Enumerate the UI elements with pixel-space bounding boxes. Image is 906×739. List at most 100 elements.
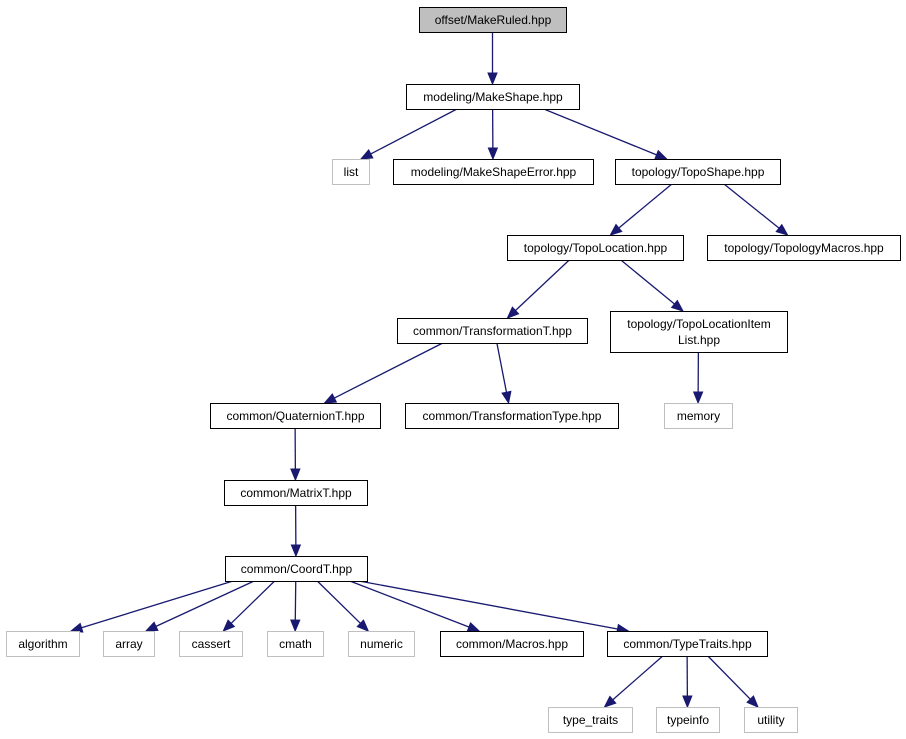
node-label: common/QuaternionT.hpp: [226, 409, 364, 423]
node-label: topology/TopoShape.hpp: [632, 165, 765, 179]
edge-line: [723, 183, 780, 229]
node-matrix-t[interactable]: common/MatrixT.hpp: [224, 480, 368, 506]
node-label: utility: [757, 713, 784, 727]
node-topo-location[interactable]: topology/TopoLocation.hpp: [507, 235, 684, 261]
node-label: topology/TopoLocation.hpp: [524, 241, 668, 255]
node-transformation-type[interactable]: common/TransformationType.hpp: [405, 403, 619, 429]
node-label: algorithm: [18, 637, 67, 651]
node-numeric: numeric: [348, 631, 415, 657]
arrowhead: [290, 544, 302, 558]
node-box: [507, 235, 684, 261]
arrowhead: [746, 695, 759, 708]
arrowhead: [775, 223, 789, 236]
edge-layer: [69, 32, 789, 709]
node-list: list: [332, 159, 370, 185]
node-label: topology/TopologyMacros.hpp: [724, 241, 884, 255]
edge-type-traits-hpp-to-utility: [707, 655, 759, 708]
node-box: [607, 631, 768, 657]
node-box: [267, 631, 324, 657]
node-box: [707, 235, 901, 261]
node-box: [406, 84, 580, 110]
node-topo-shape[interactable]: topology/TopoShape.hpp: [615, 159, 781, 185]
arrowhead: [466, 621, 481, 632]
edge-line: [316, 580, 361, 624]
edge-line: [612, 655, 664, 701]
node-transformation-t[interactable]: common/TransformationT.hpp: [397, 318, 588, 344]
edge-coord-t-to-numeric: [316, 580, 370, 632]
edge-line: [349, 580, 470, 628]
edge-topo-location-to-transformation-t: [506, 259, 570, 319]
arrowhead: [290, 619, 301, 633]
arrowhead: [323, 393, 338, 404]
edge-coord-t-to-type-traits-hpp: [358, 580, 630, 635]
node-label: common/Macros.hpp: [456, 637, 568, 651]
edge-coord-t-to-array: [144, 580, 255, 632]
node-box: [225, 556, 368, 582]
node-box: [548, 707, 633, 733]
node-label: common/MatrixT.hpp: [240, 486, 352, 500]
node-typeinfo: typeinfo: [656, 707, 720, 733]
arrowhead: [501, 390, 512, 405]
node-box: [397, 318, 588, 344]
node-utility: utility: [744, 707, 798, 733]
node-box: [405, 403, 619, 429]
edge-line: [515, 259, 570, 311]
node-quaternion-t[interactable]: common/QuaternionT.hpp: [210, 403, 381, 429]
node-macros[interactable]: common/Macros.hpp: [440, 631, 584, 657]
arrowhead: [144, 621, 159, 632]
edge-quaternion-t-to-matrix-t: [290, 427, 301, 482]
arrowhead: [603, 695, 617, 708]
node-label: common/CoordT.hpp: [241, 562, 353, 576]
node-box: [224, 480, 368, 506]
node-box: [744, 707, 798, 733]
node-memory: memory: [664, 403, 733, 429]
edge-topo-shape-to-topology-macros: [723, 183, 789, 236]
edge-line: [358, 580, 618, 630]
node-coord-t[interactable]: common/CoordT.hpp: [225, 556, 368, 582]
node-label: common/TransformationT.hpp: [413, 324, 572, 338]
edge-type-traits-hpp-to-type-traits: [603, 655, 664, 708]
node-box: [348, 631, 415, 657]
node-cassert: cassert: [179, 631, 243, 657]
edge-line: [543, 108, 657, 156]
edge-make-shape-to-make-shape-error: [487, 108, 499, 161]
arrowhead: [609, 223, 623, 236]
node-box: [419, 7, 567, 33]
edge-coord-t-to-algorithm: [69, 580, 234, 633]
node-make-ruled[interactable]: offset/MakeRuled.hpp: [419, 7, 567, 33]
edge-make-ruled-to-make-shape: [487, 32, 498, 86]
node-box: [179, 631, 243, 657]
node-label: cassert: [192, 637, 231, 651]
node-topology-macros[interactable]: topology/TopologyMacros.hpp: [707, 235, 901, 261]
node-label: list: [344, 165, 359, 179]
arrowhead: [69, 622, 84, 633]
node-cmath: cmath: [267, 631, 324, 657]
node-label: typeinfo: [667, 713, 709, 727]
arrowhead: [692, 391, 704, 405]
node-label: modeling/MakeShapeError.hpp: [411, 165, 577, 179]
node-type-traits-hpp[interactable]: common/TypeTraits.hpp: [607, 631, 768, 657]
node-box: [656, 707, 720, 733]
node-label: List.hpp: [678, 333, 720, 347]
node-box: [332, 159, 370, 185]
node-type-traits: type_traits: [548, 707, 633, 733]
edge-make-shape-to-topo-shape: [543, 108, 668, 160]
node-make-shape[interactable]: modeling/MakeShape.hpp: [406, 84, 580, 110]
node-box: [6, 631, 80, 657]
arrowhead: [222, 619, 236, 632]
edge-coord-t-to-cmath: [290, 580, 301, 633]
node-box: [210, 403, 381, 429]
node-label: offset/MakeRuled.hpp: [435, 13, 552, 27]
edge-topo-location-to-topo-location-item-list: [620, 259, 684, 312]
edge-coord-t-to-cassert: [222, 580, 276, 632]
arrowhead: [487, 72, 498, 86]
edge-make-shape-to-list: [359, 108, 458, 160]
node-box: [610, 311, 788, 353]
edge-line: [230, 580, 276, 624]
node-layer: offset/MakeRuled.hpp modeling/MakeShape.h…: [6, 7, 901, 733]
edge-matrix-t-to-coord-t: [290, 504, 302, 558]
node-make-shape-error[interactable]: modeling/MakeShapeError.hpp: [393, 159, 594, 185]
node-box: [615, 159, 781, 185]
